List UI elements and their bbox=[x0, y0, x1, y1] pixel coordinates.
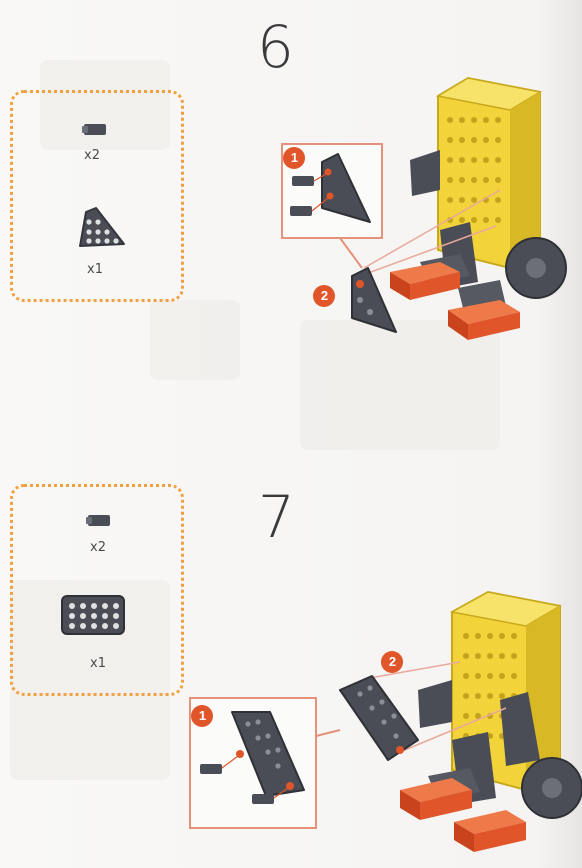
orange-foot bbox=[400, 778, 472, 820]
callout-number: 1 bbox=[197, 708, 208, 723]
orange-foot bbox=[454, 810, 526, 852]
wheel bbox=[522, 758, 582, 818]
rectangular-plate-assembly-piece bbox=[340, 676, 418, 760]
callout-number: 2 bbox=[387, 654, 398, 669]
